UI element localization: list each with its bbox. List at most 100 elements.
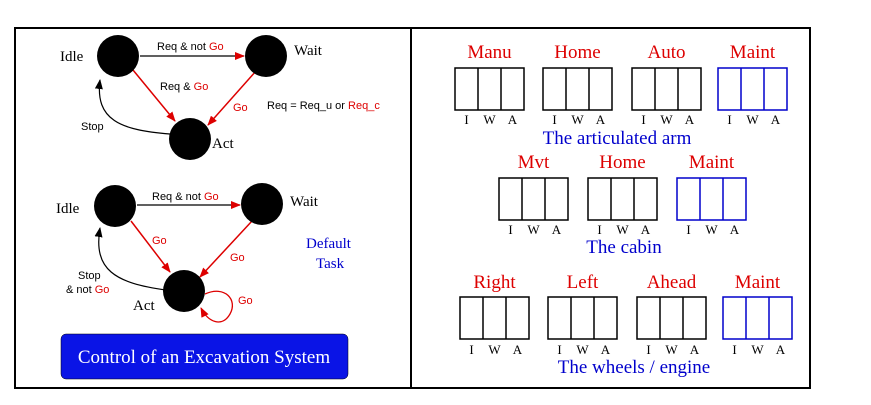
default-task-line2: Task [316, 256, 345, 272]
mode-box-auto [631, 67, 702, 111]
slot-letter-i: I [641, 112, 645, 127]
state-act [169, 118, 211, 160]
mode-title-ahead: Ahead [647, 272, 697, 293]
req-definition-req-c: Req_c [348, 100, 380, 112]
edge-act-idle [94, 79, 171, 135]
mode-title-maint: Maint [689, 152, 735, 173]
edge-label-req-not-go: Req & not Go [152, 191, 219, 203]
mode-title-left: Left [567, 272, 599, 293]
mode-box-home [587, 177, 658, 221]
edge-label-go-wait-act: Go [230, 252, 245, 264]
edge-act-self-loop [200, 290, 233, 323]
label-act: Act [212, 136, 234, 152]
req-definition: Req = Req_u or Req_c [267, 100, 380, 112]
slot-letter-a: A [641, 222, 651, 237]
slot-letter-w: W [660, 112, 673, 127]
edge-act-idle [94, 227, 167, 291]
slot-letter-i: I [508, 222, 512, 237]
slot-letter-i: I [557, 342, 561, 357]
slot-letter-w: W [527, 222, 540, 237]
mode-box-ahead [636, 296, 707, 340]
slot-letter-i: I [646, 342, 650, 357]
edge-label-go: Go [204, 191, 219, 203]
edge-label-req-not-go: Req & not Go [157, 41, 224, 53]
slot-letter-a: A [508, 112, 518, 127]
mode-title-maint: Maint [730, 42, 776, 63]
slot-letter-i: I [727, 112, 731, 127]
state-idle [94, 185, 136, 227]
caption-wheels: The wheels / engine [558, 357, 710, 378]
slot-letter-i: I [464, 112, 468, 127]
slot-letter-w: W [576, 342, 589, 357]
edge-label-stop: Stop [78, 270, 101, 282]
slot-letter-a: A [685, 112, 695, 127]
mode-box-maint [717, 67, 788, 111]
label-idle: Idle [60, 49, 84, 65]
mode-title-maint: Maint [735, 272, 781, 293]
mode-box-manu [454, 67, 525, 111]
state-idle [97, 35, 139, 77]
control-button[interactable]: Control of an Excavation System [60, 333, 349, 380]
edge-label-stop: Stop [81, 121, 104, 133]
slot-letter-a: A [513, 342, 523, 357]
edge-label-and-not-go: & not Go [66, 284, 109, 296]
slot-letter-a: A [690, 342, 700, 357]
state-wait [241, 183, 283, 225]
slot-letter-a: A [601, 342, 611, 357]
slot-letter-w: W [571, 112, 584, 127]
edge-label-go: Go [209, 41, 224, 53]
label-act: Act [133, 298, 155, 314]
mode-title-mvt: Mvt [518, 152, 550, 173]
slot-letter-i: I [469, 342, 473, 357]
mode-box-right [459, 296, 530, 340]
bottom-state-diagram: Idle Wait Act Req & not Go Go Go Go Stop… [56, 183, 352, 323]
mode-box-mvt [498, 177, 569, 221]
edge-idle-act [130, 220, 171, 273]
caption-cabin: The cabin [586, 237, 662, 258]
edge-wait-act [199, 220, 253, 278]
slot-letter-i: I [686, 222, 690, 237]
slot-letter-w: W [746, 112, 759, 127]
edge-label-and-not: & not [66, 284, 92, 296]
slot-letter-i: I [732, 342, 736, 357]
slot-letter-w: W [705, 222, 718, 237]
slot-letter-w: W [751, 342, 764, 357]
slot-letter-i: I [597, 222, 601, 237]
slot-letter-w: W [616, 222, 629, 237]
mode-box-left [547, 296, 618, 340]
edge-label-go-idle-act: Go [152, 235, 167, 247]
mode-box-home [542, 67, 613, 111]
mode-title-right: Right [473, 272, 516, 293]
edge-label-req-not: Req & not [157, 41, 206, 53]
edge-wait-act [207, 70, 257, 126]
slot-letter-a: A [776, 342, 786, 357]
label-idle: Idle [56, 201, 80, 217]
slot-letter-a: A [771, 112, 781, 127]
edge-idle-act [132, 69, 176, 122]
slot-letter-a: A [596, 112, 606, 127]
edge-label-go: Go [194, 81, 209, 93]
caption-arm: The articulated arm [543, 128, 692, 149]
slot-letter-i: I [552, 112, 556, 127]
mode-title-manu: Manu [467, 42, 512, 63]
top-state-diagram: Idle Wait Act Req & not Go Req & Go Go S… [60, 35, 380, 160]
outer-frame [14, 27, 811, 389]
state-wait [245, 35, 287, 77]
control-button-bg[interactable] [60, 333, 349, 380]
edge-label-req-not: Req & not [152, 191, 201, 203]
edge-label-go-self: Go [238, 295, 253, 307]
state-act [163, 270, 205, 312]
control-button-label[interactable]: Control of an Excavation System [78, 347, 330, 368]
slot-letter-w: W [488, 342, 501, 357]
slot-letter-w: W [665, 342, 678, 357]
mode-title-home: Home [599, 152, 645, 173]
mode-title-auto: Auto [648, 42, 686, 63]
label-wait: Wait [290, 194, 319, 210]
mode-title-home: Home [554, 42, 600, 63]
mode-box-maint [722, 296, 793, 340]
slot-letter-a: A [730, 222, 740, 237]
slot-letter-w: W [483, 112, 496, 127]
edge-label-go: Go [95, 284, 110, 296]
